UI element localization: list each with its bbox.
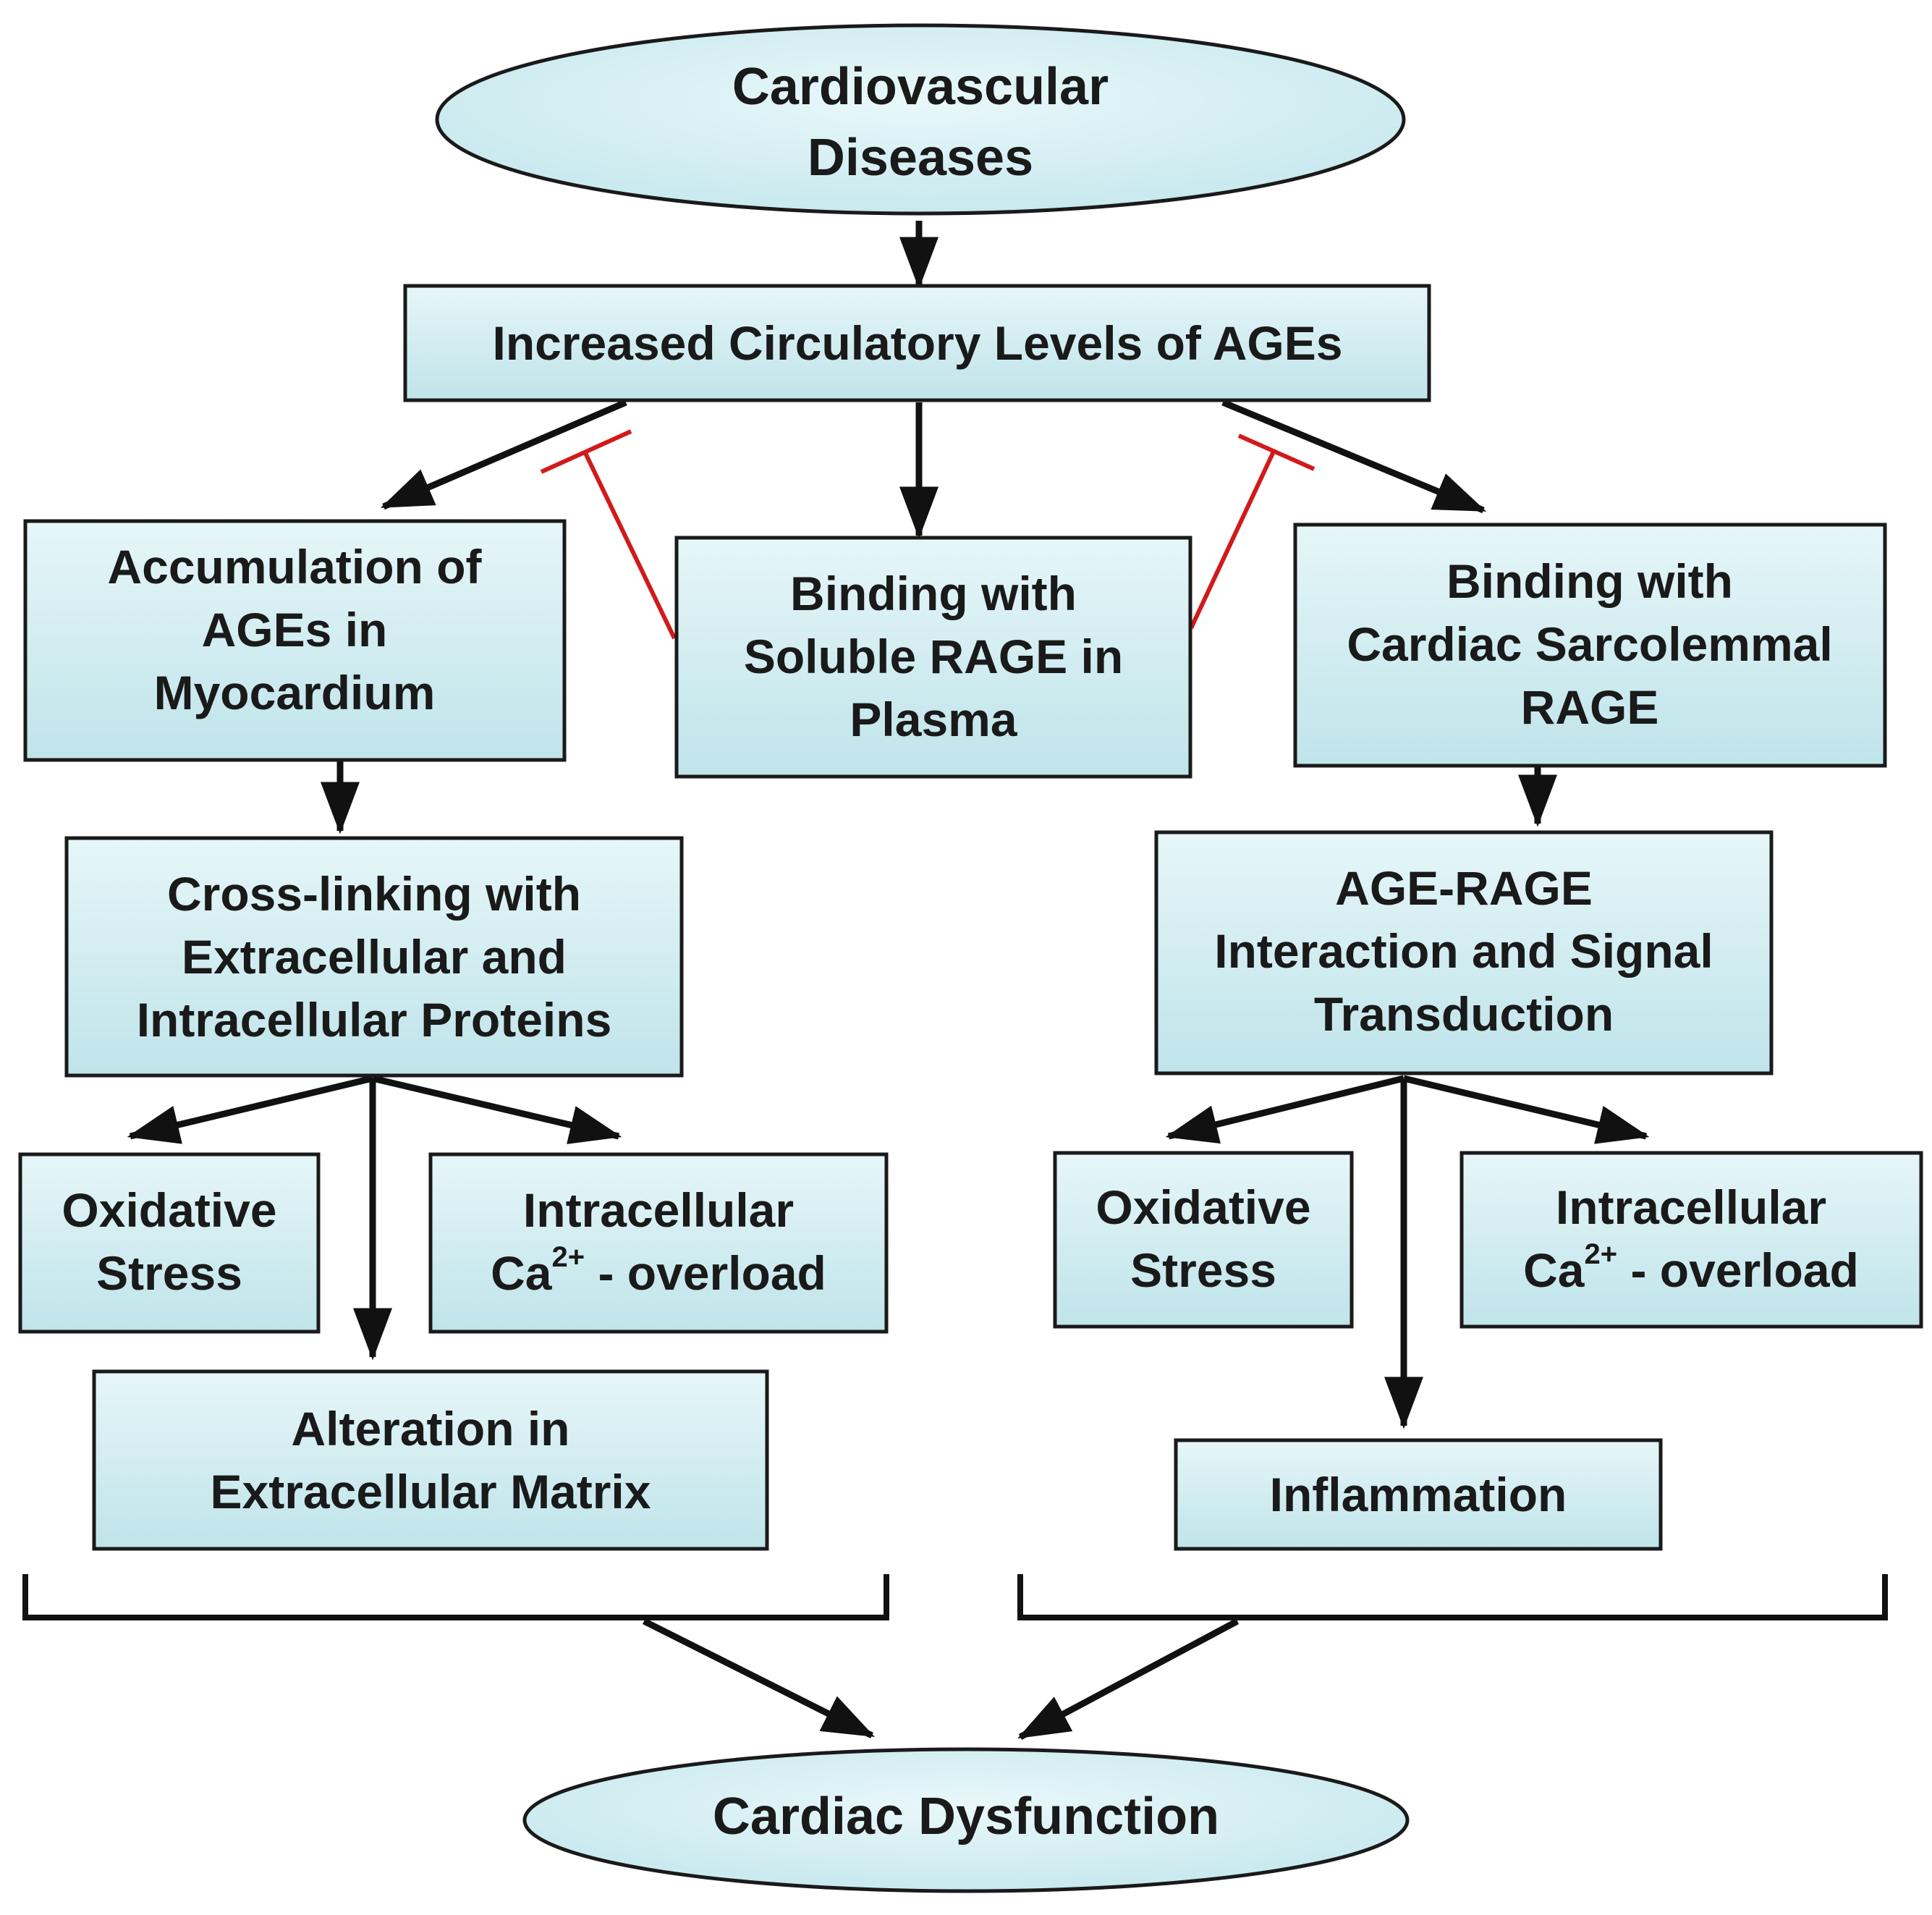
soluble-line-3: Plasma [850,693,1017,746]
arrow-increased-to-accumulation [380,399,627,510]
dysfunction-line-1: Cardiac Dysfunction [713,1788,1219,1846]
agerage-line-1: AGE-RAGE [1335,861,1593,915]
sarcolemmal-line-1: Binding with [1446,554,1733,608]
node-inflammation: Inflammation [1174,1438,1663,1551]
ecm-line-2: Extracellular Matrix [211,1465,651,1518]
ca-right-suffix: - overload [1617,1243,1859,1297]
agerage-line-3: Transduction [1314,987,1614,1041]
ca-left-line-2: Ca2+ - overload [491,1241,826,1300]
node-soluble-rage: Binding with Soluble RAGE in Plasma [674,536,1192,779]
node-oxidative-stress-right: Oxidative Stress [1053,1151,1354,1329]
inhibition-left [540,429,677,640]
node-age-rage-interaction: AGE-RAGE Interaction and Signal Transduc… [1154,830,1774,1075]
node-sarcolemmal-rage: Binding with Cardiac Sarcolemmal RAGE [1293,523,1887,768]
arrow-left-to-dysfunction [642,1618,876,1739]
node-calcium-overload-left: Intracellular Ca2+ - overload [428,1152,889,1334]
accumulation-line-1: Accumulation of [107,540,482,593]
inhibition-right [1189,434,1315,630]
crosslinking-line-2: Extracellular and [182,930,567,984]
ca-left-line-1: Intracellular [523,1183,794,1237]
ox-left-line-1: Oxidative [62,1183,276,1237]
sarcolemmal-line-3: RAGE [1521,680,1659,734]
ca-right-superscript: 2+ [1585,1238,1618,1270]
ca-left-suffix: - overload [585,1246,826,1300]
cvd-line-2: Diseases [808,129,1033,187]
node-calcium-overload-right: Intracellular Ca2+ - overload [1459,1151,1923,1329]
ca-left-prefix: Ca [491,1246,553,1300]
node-crosslinking: Cross-linking with Extracellular and Int… [64,836,684,1078]
soluble-line-2: Soluble RAGE in [744,630,1123,683]
node-increased-circulatory-ages: Increased Circulatory Levels of AGEs [403,284,1431,402]
arrow-agerage-to-oxidative [1165,1075,1405,1144]
ox-right-line-2: Stress [1130,1243,1276,1297]
bracket-left [22,1574,889,1620]
node-accumulation-myocardium: Accumulation of AGEs in Myocardium [23,519,567,762]
sarcolemmal-line-2: Cardiac Sarcolemmal [1347,617,1832,671]
ox-right-line-1: Oxidative [1096,1180,1310,1234]
ca-right-line-1: Intracellular [1556,1180,1826,1234]
cvd-line-1: Cardiovascular [732,58,1109,116]
bracket-right [1017,1574,1888,1620]
soluble-line-1: Binding with [790,567,1077,620]
ecm-line-1: Alteration in [291,1402,569,1455]
accumulation-line-2: AGEs in [202,603,388,656]
node-cardiac-dysfunction: Cardiac Dysfunction [522,1747,1410,1893]
arrow-crosslinking-to-calcium [371,1075,622,1144]
ox-left-line-2: Stress [96,1246,242,1300]
arrow-increased-to-sarcolemmal [1221,399,1487,514]
arrow-crosslinking-to-oxidative [127,1075,374,1144]
node-extracellular-matrix: Alteration in Extracellular Matrix [92,1369,769,1551]
accumulation-line-3: Myocardium [154,666,436,719]
ca-right-prefix: Ca [1523,1243,1585,1297]
inflammation-line-1: Inflammation [1270,1468,1567,1521]
increased-line-1: Increased Circulatory Levels of AGEs [492,316,1342,370]
arrow-right-to-dysfunction [1017,1618,1240,1740]
crosslinking-line-1: Cross-linking with [167,867,581,921]
crosslinking-line-3: Intracellular Proteins [137,993,612,1047]
ca-right-line-2: Ca2+ - overload [1523,1238,1859,1297]
ca-left-superscript: 2+ [552,1241,585,1273]
agerage-line-2: Interaction and Signal [1214,924,1713,978]
arrow-agerage-to-calcium [1402,1075,1650,1144]
node-oxidative-stress-left: Oxidative Stress [18,1152,321,1334]
node-cardiovascular-diseases: Cardiovascular Diseases [435,23,1406,216]
connectors [22,221,1888,1740]
